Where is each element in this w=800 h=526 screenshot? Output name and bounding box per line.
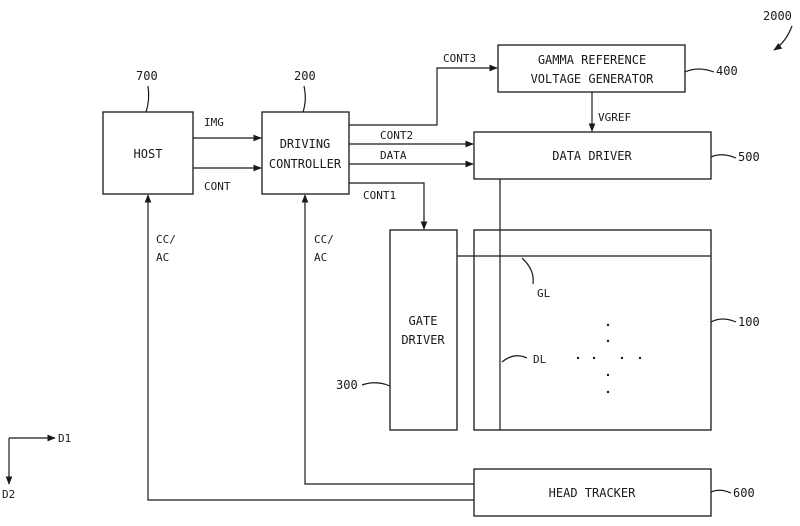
data-label: DATA (380, 149, 407, 162)
host-box (102, 111, 194, 195)
cc-ac-host-label-1: CC/ (156, 233, 176, 246)
gate-driver-label-1: GATE (409, 314, 438, 328)
cont3-label: CONT3 (443, 52, 476, 65)
dl-label: DL (533, 353, 547, 366)
display-panel-ref-leader (710, 318, 737, 323)
cc-ac-controller-arrow (301, 194, 474, 485)
gamma-generator-box (497, 44, 686, 93)
cont-label: CONT (204, 180, 231, 193)
driving-controller-ref: 200 (294, 69, 316, 83)
driving-controller-label-2: CONTROLLER (269, 157, 342, 171)
gate-driver-box (389, 229, 458, 431)
cont3-arrow (349, 64, 498, 126)
gamma-generator-label-2: VOLTAGE GENERATOR (531, 72, 655, 86)
data-driver-label: DATA DRIVER (552, 149, 632, 163)
head-tracker-label: HEAD TRACKER (549, 486, 636, 500)
d2-label: D2 (2, 488, 15, 501)
d1-label: D1 (58, 432, 71, 445)
gate-driver-ref-leader (361, 382, 391, 387)
pixel-ellipsis (576, 323, 642, 394)
head-tracker-ref-leader (710, 489, 732, 494)
vgref-label: VGREF (598, 111, 631, 124)
gamma-generator-label-1: GAMMA REFERENCE (538, 53, 646, 67)
data-driver-ref: 500 (738, 150, 760, 164)
figure-number: 2000 (763, 9, 792, 23)
cont1-label: CONT1 (363, 189, 396, 202)
head-tracker-box (473, 468, 712, 517)
gl-label: GL (537, 287, 551, 300)
gate-driver-label-2: DRIVER (401, 333, 445, 347)
gate-driver-ref: 300 (336, 378, 358, 392)
gamma-generator-ref: 400 (716, 64, 738, 78)
host-label: HOST (134, 147, 163, 161)
host-ref: 700 (136, 69, 158, 83)
cont1-arrow (349, 182, 428, 230)
img-label: IMG (204, 116, 224, 129)
dl-leader (501, 355, 528, 363)
data-driver-box (473, 131, 712, 180)
data-driver-ref-leader (710, 154, 737, 159)
gamma-generator-ref-leader (684, 68, 715, 73)
display-panel-box (473, 229, 712, 431)
cc-ac-host-arrow (144, 194, 474, 501)
cc-ac-controller-label-2: AC (314, 251, 327, 264)
gl-leader (521, 257, 534, 285)
driving-controller-label-1: DRIVING (280, 137, 331, 151)
display-panel-ref: 100 (738, 315, 760, 329)
driving-controller-ref-leader (302, 85, 306, 113)
cc-ac-controller-label-1: CC/ (314, 233, 334, 246)
figure-number-leader (773, 25, 793, 51)
driving-controller-box (261, 111, 350, 195)
cont2-label: CONT2 (380, 129, 413, 142)
cc-ac-host-label-2: AC (156, 251, 169, 264)
head-tracker-ref: 600 (733, 486, 755, 500)
host-ref-leader (145, 85, 150, 113)
